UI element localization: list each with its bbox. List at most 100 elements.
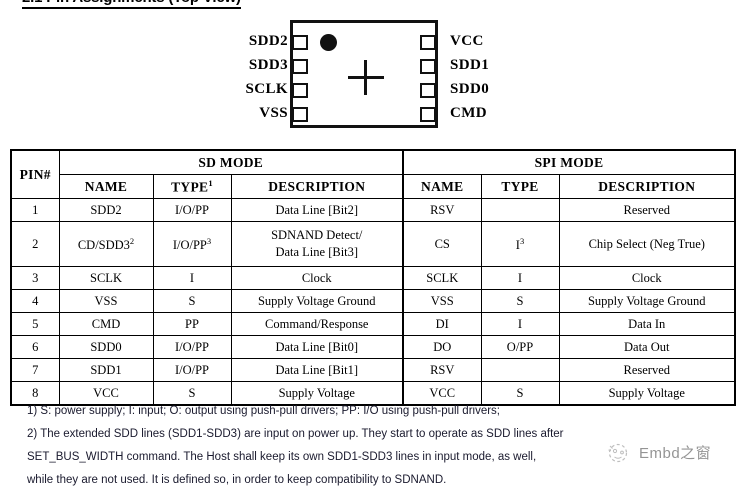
cell-pin-number-value: 6 — [32, 339, 39, 354]
pin1-marker-dot-icon — [320, 34, 337, 51]
cell-spi-description: Reserved — [558, 198, 736, 222]
cell-spi-type-value: S — [516, 293, 524, 308]
cell-sd-name-footnote-ref: 2 — [129, 236, 135, 247]
cell-sd-type-value: I/O/PP — [174, 202, 210, 217]
cell-pin-number-value: 5 — [32, 316, 39, 331]
pin-label-left-2: SDD3 — [248, 57, 288, 73]
footnote-line-3: SET_BUS_WIDTH command. The Host shall ke… — [27, 451, 537, 463]
cell-pin-number: 6 — [10, 335, 60, 359]
cell-sd-description-line1: Supply Voltage Ground — [257, 293, 376, 308]
cell-sd-description: Data Line [Bit2] — [230, 198, 404, 222]
cell-spi-description: Reserved — [558, 358, 736, 382]
cell-pin-number: 2 — [10, 221, 60, 267]
pin-assignment-table-wrapper: PIN# SD MODE SPI MODE NAME TYPE1 DESCRIP… — [10, 149, 736, 406]
col-header-sd-description: DESCRIPTION — [230, 174, 404, 199]
cell-spi-type-value: O/PP — [506, 339, 534, 354]
watermark-label: Embd之窗 — [639, 444, 712, 462]
cell-sd-description: Data Line [Bit1] — [230, 358, 404, 382]
pin-assignment-table: PIN# SD MODE SPI MODE NAME TYPE1 DESCRIP… — [10, 149, 736, 406]
cell-spi-name-value: DO — [433, 339, 452, 354]
pin-pad-right-2 — [420, 59, 436, 74]
cell-sd-type-value: I/O/PP — [174, 339, 210, 354]
col-header-sd-mode: SD MODE — [58, 149, 404, 175]
cell-sd-type: S — [152, 289, 232, 313]
cell-sd-name: SDD0 — [58, 335, 154, 359]
cell-pin-number-value: 2 — [32, 236, 39, 251]
center-crosshair-icon-vertical — [364, 60, 367, 95]
embd-logo-icon — [606, 440, 632, 464]
table-head: PIN# SD MODE SPI MODE NAME TYPE1 DESCRIP… — [10, 149, 736, 199]
cell-sd-description: Clock — [230, 266, 404, 290]
cell-spi-description-value: Data Out — [624, 339, 670, 354]
pin-pad-right-1 — [420, 35, 436, 50]
col-header-spi-name: NAME — [402, 174, 482, 199]
cell-sd-description-line1: SDNAND Detect/ — [271, 228, 363, 242]
cell-spi-name-value: VSS — [430, 293, 454, 308]
cell-spi-type-value: I — [517, 316, 523, 331]
col-header-sd-type-footnote-ref: 1 — [208, 177, 213, 188]
cell-sd-name-value: CD/SDD3 — [77, 238, 130, 253]
cell-spi-name-value: VCC — [429, 385, 456, 400]
cell-sd-name-value: SDD0 — [90, 339, 122, 354]
cell-spi-description: Clock — [558, 266, 736, 290]
cell-spi-name-value: SCLK — [426, 270, 459, 285]
page-title: 2.1 Pin Assignments (Top View) — [22, 0, 241, 9]
cell-sd-description: Supply Voltage — [230, 381, 404, 406]
cell-spi-name-value: CS — [434, 236, 450, 251]
table-header-group-row: PIN# SD MODE SPI MODE — [10, 149, 736, 199]
cell-spi-type: I — [480, 266, 560, 290]
cell-sd-type: I/O/PP — [152, 358, 232, 382]
cell-spi-name: SCLK — [402, 266, 482, 290]
footnotes-block: 1) S: power supply; I: input; O: output … — [27, 402, 627, 494]
cell-sd-name-value: SCLK — [90, 270, 122, 285]
cell-sd-type-value: I — [189, 270, 195, 285]
cell-sd-name-value: SDD1 — [90, 362, 122, 377]
cell-sd-type: I — [152, 266, 232, 290]
package-top-view-diagram: SDD2 SDD3 SCLK VSS VCC SDD1 SDD0 CMD — [0, 8, 744, 136]
cell-sd-type-value: S — [188, 293, 196, 308]
pin-label-right-3: SDD0 — [450, 81, 490, 97]
cell-pin-number-value: 7 — [32, 362, 39, 377]
watermark: Embd之窗 — [606, 440, 711, 464]
pin-pad-left-3 — [292, 83, 308, 98]
cell-sd-name: SCLK — [58, 266, 154, 290]
cell-sd-name: CD/SDD32 — [58, 221, 154, 267]
cell-sd-type: I/O/PP3 — [152, 221, 232, 267]
cell-pin-number: 7 — [10, 358, 60, 382]
cell-sd-description-line1: Data Line [Bit2] — [275, 202, 359, 217]
cell-pin-number-value: 8 — [32, 385, 39, 400]
cell-sd-name-value: VCC — [93, 385, 119, 400]
cell-pin-number: 5 — [10, 312, 60, 336]
cell-spi-type: S — [480, 381, 560, 406]
cell-sd-name: SDD1 — [58, 358, 154, 382]
cell-spi-type-value: S — [516, 385, 524, 400]
cell-pin-number-value: 1 — [32, 202, 39, 217]
pin-pad-left-1 — [292, 35, 308, 50]
footnote-line-1: 1) S: power supply; I: input; O: output … — [27, 405, 501, 417]
cell-spi-description-value: Reserved — [623, 202, 670, 217]
cell-spi-name-value: RSV — [430, 362, 455, 377]
cell-pin-number: 8 — [10, 381, 60, 406]
cell-sd-description: Supply Voltage Ground — [230, 289, 404, 313]
cell-sd-type-value: PP — [185, 316, 199, 331]
pin-label-right-4: CMD — [450, 105, 488, 121]
cell-sd-type: I/O/PP — [152, 198, 232, 222]
cell-pin-number: 4 — [10, 289, 60, 313]
cell-spi-name: DO — [402, 335, 482, 359]
cell-sd-description-line2: Data Line [Bit3] — [275, 245, 359, 259]
cell-spi-type: I — [480, 312, 560, 336]
cell-spi-name: CS — [402, 221, 482, 267]
cell-spi-type — [480, 358, 560, 382]
pin-label-right-1: VCC — [450, 33, 484, 49]
cell-spi-name: VCC — [402, 381, 482, 406]
cell-sd-description: Command/Response — [230, 312, 404, 336]
cell-spi-type: S — [480, 289, 560, 313]
cell-sd-description-line1: Clock — [301, 270, 332, 285]
